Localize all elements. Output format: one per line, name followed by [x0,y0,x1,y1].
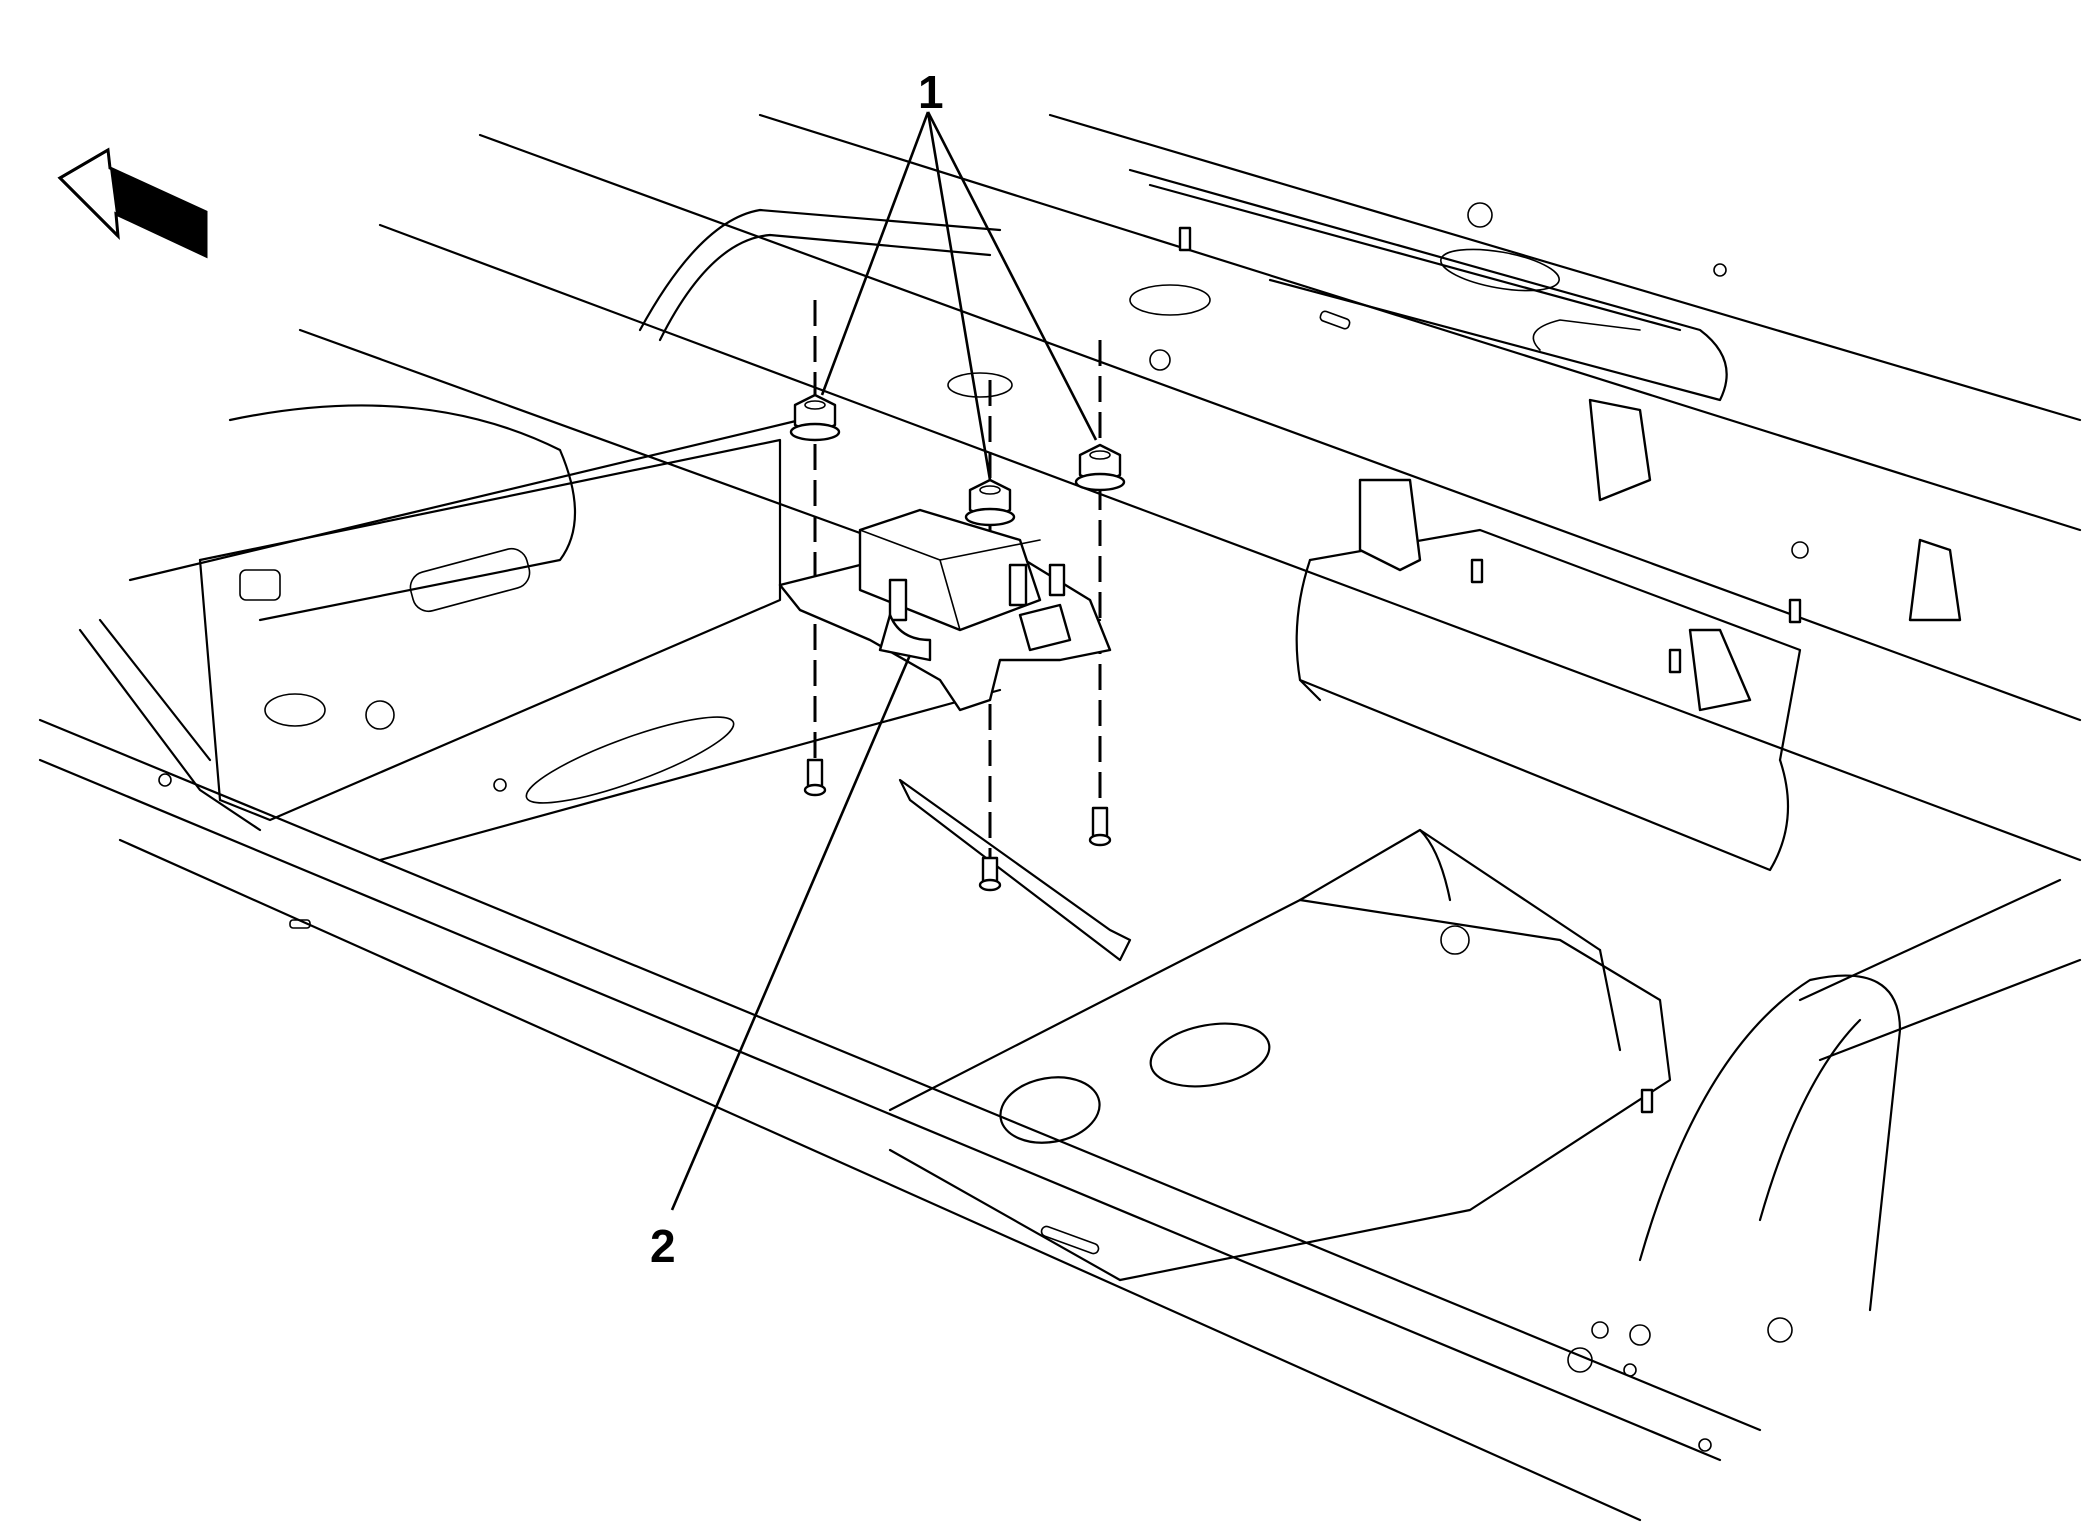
leader-1-left [820,111,930,396]
front-direction-arrow-icon [57,147,208,259]
nut-right [1074,443,1126,492]
nut-left [789,393,841,442]
fastener-alignment-lines [813,300,1102,870]
callout-label-2: 2 [650,1220,676,1272]
floor-pan-structure [38,113,2082,1522]
leader-2 [670,654,912,1211]
callout-label-1: 1 [918,66,944,118]
nut-center [964,478,1016,527]
leader-1-center [926,111,992,481]
mounting-nuts [789,393,1126,527]
control-module-assembly [778,508,1112,712]
callout-leaders [670,111,1098,1211]
leader-1-right [926,111,1098,441]
floor-studs [1178,226,1802,1114]
module-mounting-studs [803,758,1112,892]
